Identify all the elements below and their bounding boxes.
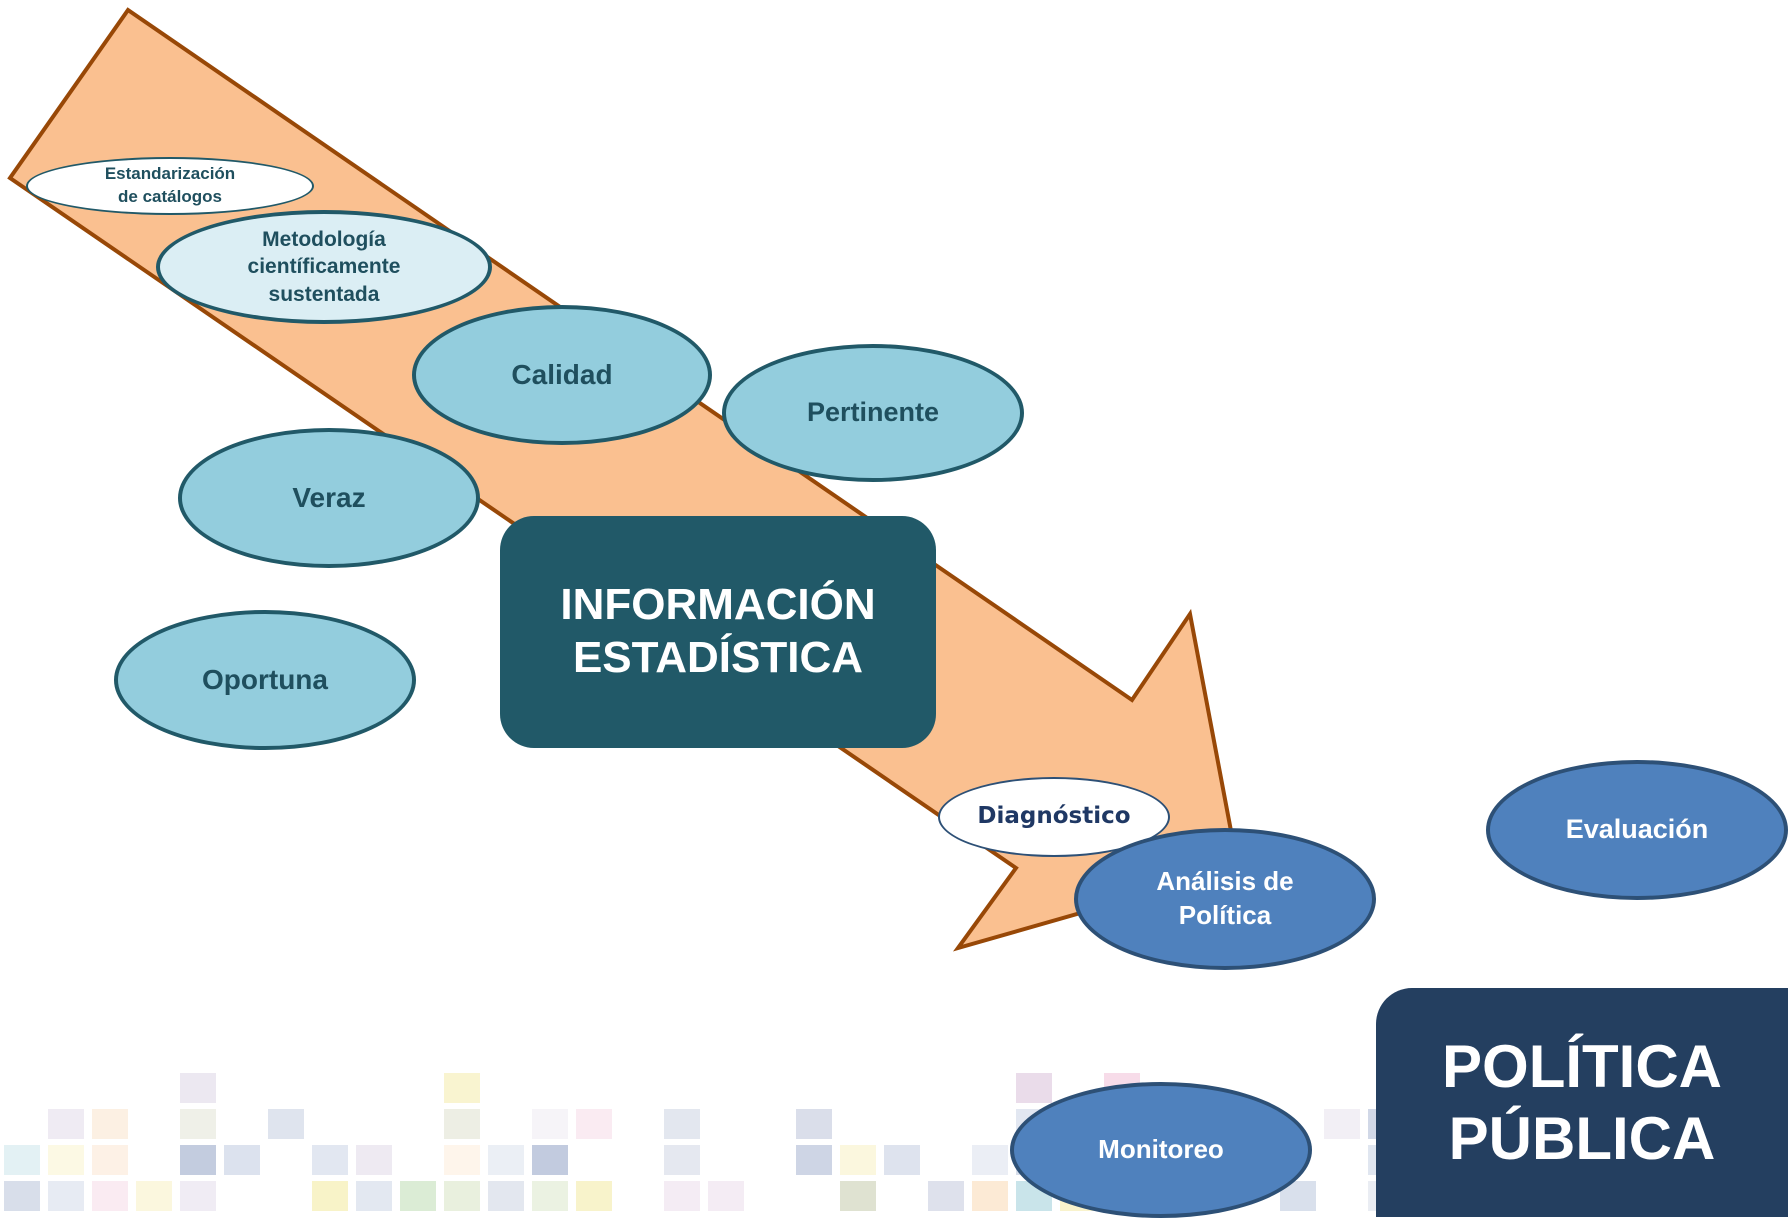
ellipse-diagnostico-label: Diagnóstico (977, 803, 1131, 830)
policy-box: POLÍTICA PÚBLICA (1376, 988, 1788, 1217)
ellipse-veraz: Veraz (178, 428, 480, 568)
decorative-pixel (92, 1109, 128, 1139)
decorative-pixel (796, 1109, 832, 1139)
decorative-pixel (664, 1109, 700, 1139)
info-box: INFORMACIÓN ESTADÍSTICA (500, 516, 936, 748)
decorative-pixel (444, 1073, 480, 1103)
decorative-pixel (796, 1145, 832, 1175)
ellipse-metodologia-label: Metodología científicamente sustentada (247, 228, 401, 306)
ellipse-monitoreo: Monitoreo (1010, 1082, 1312, 1218)
decorative-pixel (48, 1181, 84, 1211)
ellipse-calidad: Calidad (412, 305, 712, 445)
policy-box-label: POLÍTICA PÚBLICA (1442, 1032, 1722, 1172)
decorative-pixel (532, 1181, 568, 1211)
decorative-pixel (48, 1145, 84, 1175)
ellipse-estandarizacion: Estandarización de catálogos (26, 157, 314, 215)
decorative-pixel (488, 1181, 524, 1211)
decorative-pixel (224, 1145, 260, 1175)
ellipse-oportuna-label: Oportuna (202, 663, 328, 695)
decorative-pixel (444, 1181, 480, 1211)
decorative-pixel (708, 1181, 744, 1211)
decorative-pixel (840, 1145, 876, 1175)
decorative-pixel (400, 1181, 436, 1211)
decorative-pixel (444, 1109, 480, 1139)
decorative-pixel (1324, 1109, 1360, 1139)
decorative-pixel (356, 1145, 392, 1175)
decorative-pixel (268, 1109, 304, 1139)
decorative-pixel (312, 1145, 348, 1175)
decorative-pixel (576, 1181, 612, 1211)
info-box-label: INFORMACIÓN ESTADÍSTICA (560, 580, 876, 682)
decorative-pixel (180, 1109, 216, 1139)
decorative-pixel (532, 1109, 568, 1139)
decorative-pixel (356, 1181, 392, 1211)
decorative-pixel (312, 1181, 348, 1211)
ellipse-calidad-label: Calidad (511, 358, 613, 390)
ellipse-pertinente: Pertinente (722, 344, 1024, 482)
ellipse-metodologia: Metodología científicamente sustentada (156, 210, 492, 324)
decorative-pixel (180, 1145, 216, 1175)
decorative-pixel (972, 1145, 1008, 1175)
decorative-pixel (1016, 1073, 1052, 1103)
ellipse-analisis: Análisis de Política (1074, 828, 1376, 970)
decorative-pixel (180, 1181, 216, 1211)
decorative-pixel (664, 1181, 700, 1211)
ellipse-analisis-label: Análisis de Política (1156, 866, 1294, 930)
decorative-pixel (92, 1145, 128, 1175)
ellipse-estandarizacion-label: Estandarización de catálogos (104, 164, 236, 206)
decorative-pixel (884, 1145, 920, 1175)
ellipse-veraz-label: Veraz (292, 481, 366, 513)
ellipse-oportuna: Oportuna (114, 610, 416, 750)
decorative-pixel (136, 1181, 172, 1211)
decorative-pixel (840, 1181, 876, 1211)
decorative-pixel (92, 1181, 128, 1211)
decorative-pixel (576, 1109, 612, 1139)
decorative-pixel (180, 1073, 216, 1103)
ellipse-evaluacion: Evaluación (1486, 760, 1788, 900)
decorative-pixel (4, 1145, 40, 1175)
decorative-pixel (664, 1145, 700, 1175)
decorative-pixel (4, 1181, 40, 1211)
decorative-pixel (444, 1145, 480, 1175)
decorative-pixel (488, 1145, 524, 1175)
ellipse-monitoreo-label: Monitoreo (1098, 1134, 1224, 1165)
decorative-pixel (928, 1181, 964, 1211)
ellipse-evaluacion-label: Evaluación (1565, 814, 1709, 845)
decorative-pixel (972, 1181, 1008, 1211)
decorative-pixel (48, 1109, 84, 1139)
ellipse-pertinente-label: Pertinente (806, 397, 940, 428)
decorative-pixel (532, 1145, 568, 1175)
